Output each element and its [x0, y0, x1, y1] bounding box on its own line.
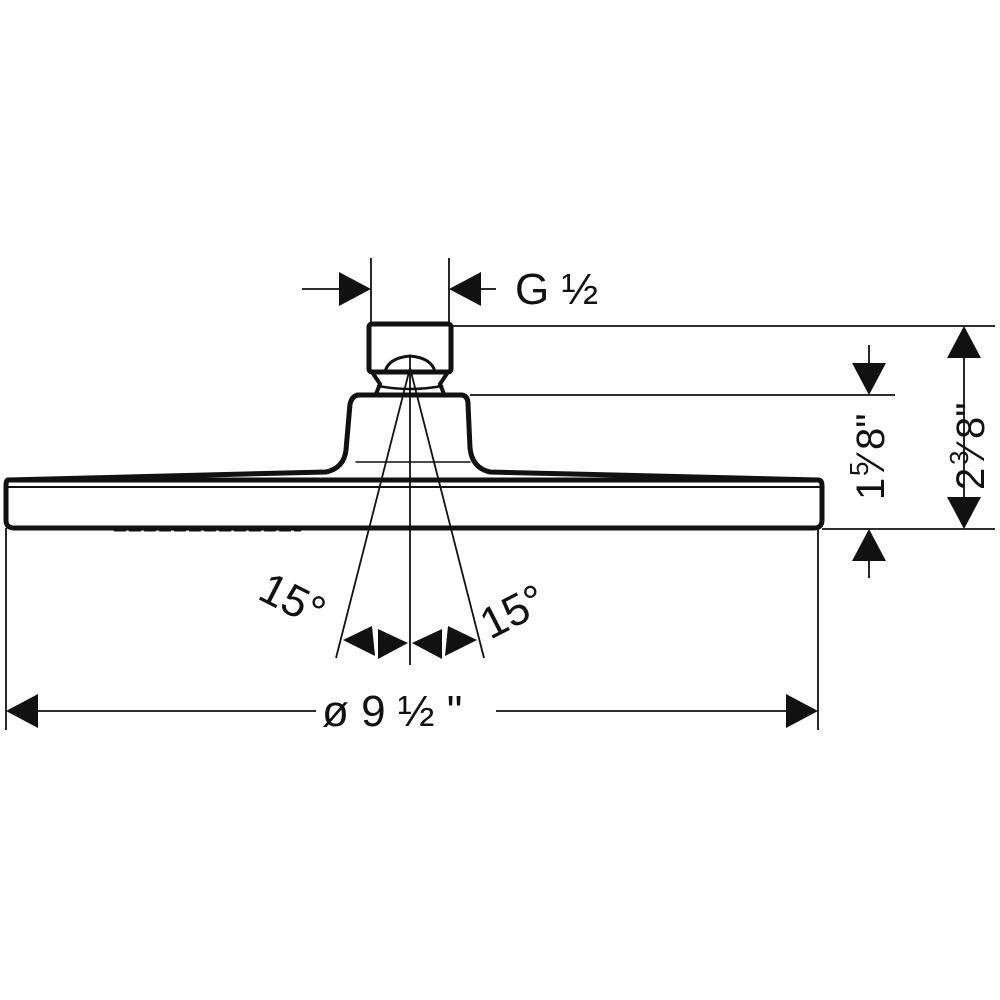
height-arm-label: 1 5 ⁄ 8" [844, 414, 893, 500]
height-total-den: 8" [949, 403, 993, 439]
spray-line-left [335, 367, 411, 659]
height-arm-den: 8" [849, 414, 893, 450]
shower-head-outline [3, 321, 825, 532]
height-total-num: 3 [944, 451, 974, 465]
angle-left-label: 15° [251, 563, 333, 637]
shower-plate [3, 477, 825, 531]
height-arm-num: 5 [844, 462, 874, 476]
dimension-lines [5, 258, 995, 730]
arm-arrow-up [852, 529, 886, 561]
angle-arrow-left-1 [343, 626, 375, 656]
height-total-label: 2 3 ⁄ 8" [944, 403, 993, 490]
height-total-main: 2 [949, 468, 993, 490]
dia-arrow-right [786, 694, 818, 728]
thread-arrow-right [449, 272, 481, 306]
angle-arrow-right-1 [412, 629, 442, 659]
diameter-label: ø 9 ½ " [322, 687, 462, 736]
angle-arrow-right-2 [445, 626, 477, 656]
spray-line-right [409, 367, 485, 659]
thread-label: G ½ [515, 265, 598, 314]
thread-arrow-left [339, 272, 371, 306]
shower-neck-left [5, 392, 361, 483]
angle-arrow-left-2 [378, 629, 408, 659]
ball-joint [370, 370, 450, 396]
total-arrow-down [947, 497, 981, 529]
height-arm-main: 1 [849, 478, 893, 500]
total-arrow-up [947, 326, 981, 358]
arm-arrow-down [852, 363, 886, 395]
arrowheads [6, 272, 981, 728]
shower-neck [355, 392, 821, 483]
angle-right-label: 15° [472, 575, 554, 649]
dia-arrow-left [6, 694, 38, 728]
